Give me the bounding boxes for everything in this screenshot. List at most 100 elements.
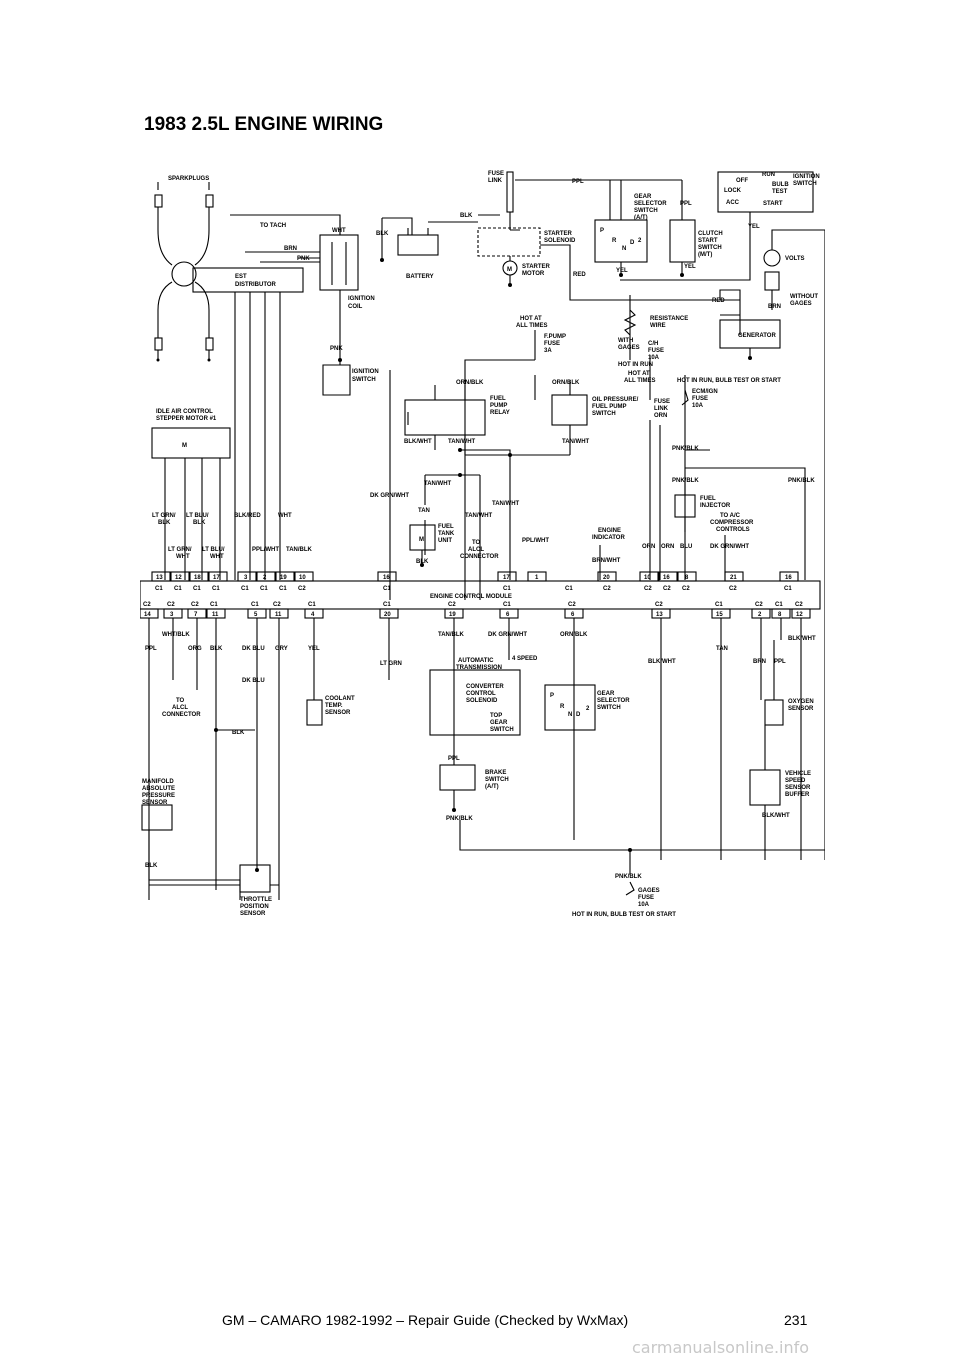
top-pin-8: 10 (299, 575, 306, 581)
bottom-pin-14: 2 (758, 612, 762, 618)
without-gages-label-1: WITHOUT (790, 294, 818, 300)
wire-pnk-blk-5: PNK/BLK (615, 874, 642, 880)
top-pin-6: 2 (263, 575, 267, 581)
distributor-cap-icon (171, 261, 197, 287)
wire-lt-grn-blk-b: BLK (158, 520, 171, 526)
wire-blk-wht-2: BLK/WHT (648, 659, 676, 665)
fuse-link-label-2: LINK (488, 178, 503, 184)
engine-indicator-label-2: INDICATOR (592, 535, 625, 541)
top-pin-11: 1 (535, 575, 539, 581)
map-label-3: PRESSURE (142, 793, 175, 799)
spark-plugs-label: SPARKPLUGS (168, 176, 209, 182)
hot-in-run-bottom-label: HOT IN RUN, BULB TEST OR START (572, 912, 676, 918)
top-gear-label-3: SWITCH (490, 727, 514, 733)
oxygen-label-1: OXYGEN (788, 699, 814, 705)
clutch-switch-icon (669, 219, 696, 263)
top-conn-label-11: C1 (565, 586, 573, 592)
wire-blk-wht-4: BLK/WHT (762, 813, 790, 819)
fuse-link-orn-label-3: ORN (654, 413, 667, 419)
wire-tan-wht-5: TAN/WHT (465, 513, 493, 519)
bottom-conn-label-7: C1 (308, 602, 316, 608)
wire-ppl-wht-2: PPL/WHT (252, 547, 279, 553)
bottom-pin-3: 7 (194, 612, 198, 618)
brake-label-3: (A/T) (485, 784, 499, 790)
ign-pos-acc: ACC (726, 200, 740, 206)
fuel-pump-relay-label-3: RELAY (490, 410, 510, 416)
gear-letter-p: P (600, 228, 604, 234)
c-h-fuse-label-1: C/H (648, 341, 658, 347)
wire-pnk-blk-2: PNK/BLK (672, 478, 699, 484)
converter-label-2: CONTROL (466, 691, 496, 697)
wire-tan-blk-2: TAN/BLK (438, 632, 465, 638)
wire-ppl-5: PPL (448, 756, 460, 762)
auto-trans-label-1: AUTOMATIC (458, 658, 494, 664)
fuse-link-label-1: FUSE (488, 171, 504, 177)
wire-brn-1: BRN (284, 246, 297, 252)
wire-lt-blu-wht-a: LT BLU/ (202, 547, 225, 553)
bottom-pin-10: 6 (506, 612, 510, 618)
gear2-letter-p: P (550, 693, 554, 699)
vss-label-2: SPEED (785, 778, 806, 784)
fuel-pump-relay-icon (404, 399, 486, 436)
c-h-fuse-label-3: 10A (648, 355, 660, 361)
top-conn-label-9: C1 (383, 586, 391, 592)
ignition-switch-box (322, 290, 351, 396)
top-pin-17: 16 (785, 575, 792, 581)
top-conn-label-6: C1 (260, 586, 268, 592)
bottom-pin-11: 6 (571, 612, 575, 618)
hot-at-all-times-2-a: HOT AT (628, 371, 650, 377)
f-pump-fuse-label-2: FUSE (544, 341, 560, 347)
bottom-pin-4: 11 (212, 612, 219, 618)
wire-blk-2: BLK (460, 213, 473, 219)
gages-fuse-label-2: FUSE (638, 895, 654, 901)
gear-selector-label-1: GEAR (634, 194, 652, 200)
fuse-link-icon (506, 171, 514, 213)
bottom-conn-label-13: C1 (715, 602, 723, 608)
clutch-label-1: CLUTCH (698, 231, 723, 237)
bottom-conn-label-14: C2 (755, 602, 763, 608)
c-h-fuse-label-2: FUSE (648, 348, 664, 354)
bottom-conn-label-9: C2 (448, 602, 456, 608)
gear-letter-r: R (612, 238, 617, 244)
wire-pnk-2: PNK (330, 346, 343, 352)
top-conn-label-13: C2 (644, 586, 652, 592)
fuel-injector-label-1: FUEL (700, 496, 716, 502)
fuel-tank-label-3: UNIT (438, 538, 452, 544)
gear2-letter-n: N (568, 712, 572, 718)
wire-tan-wht-4: TAN/WHT (492, 501, 520, 507)
clutch-label-3: SWITCH (698, 245, 722, 251)
bottom-conn-label-16: C2 (795, 602, 803, 608)
gear-selector-2-label-1: GEAR (597, 691, 615, 697)
coolant-sensor-icon (306, 699, 323, 726)
spark-plug-icon (154, 194, 214, 351)
hot-at-all-times-1-b: ALL TIMES (516, 323, 548, 329)
wire-blk-5: BLK (232, 730, 245, 736)
hot-in-run-label: HOT IN RUN (618, 362, 653, 368)
wire-lt-grn-blk-a: LT GRN/ (152, 513, 176, 519)
wire-tan-1: TAN (418, 508, 430, 514)
to-ac-label-1: TO A/C (720, 513, 741, 519)
wire-red-2: RED (712, 298, 725, 304)
ign-pos-bulb: BULB (772, 182, 789, 188)
gages-fuse-label-3: 10A (638, 902, 650, 908)
wire-lt-blu-blk-a: LT BLU/ (186, 513, 209, 519)
ecm-connector-pins-top (151, 571, 799, 582)
wire-ppl-4: PPL (774, 659, 786, 665)
oxygen-sensor-icon (764, 699, 784, 726)
starter-motor-symbol: M (507, 267, 512, 273)
wire-lt-blu-blk-b: BLK (193, 520, 206, 526)
fuel-pump-relay-label-2: PUMP (490, 403, 507, 409)
top-gear-label-1: TOP (490, 713, 502, 719)
resistance-wire-label-1: RESISTANCE (650, 316, 688, 322)
ign-pos-test: TEST (772, 189, 788, 195)
wire-ppl-3: PPL (145, 646, 157, 652)
top-pin-2: 12 (175, 575, 182, 581)
wire-pnk-blk-4: PNK/BLK (446, 816, 473, 822)
wire-orn-2: ORN (661, 544, 674, 550)
wire-yel-1: YEL (616, 268, 628, 274)
map-sensor-icon (141, 804, 173, 831)
wire-wht-2: WHT (278, 513, 292, 519)
bottom-pin-9: 19 (449, 612, 456, 618)
to-ac-label-3: CONTROLS (716, 527, 750, 533)
bottom-pin-2: 3 (170, 612, 174, 618)
